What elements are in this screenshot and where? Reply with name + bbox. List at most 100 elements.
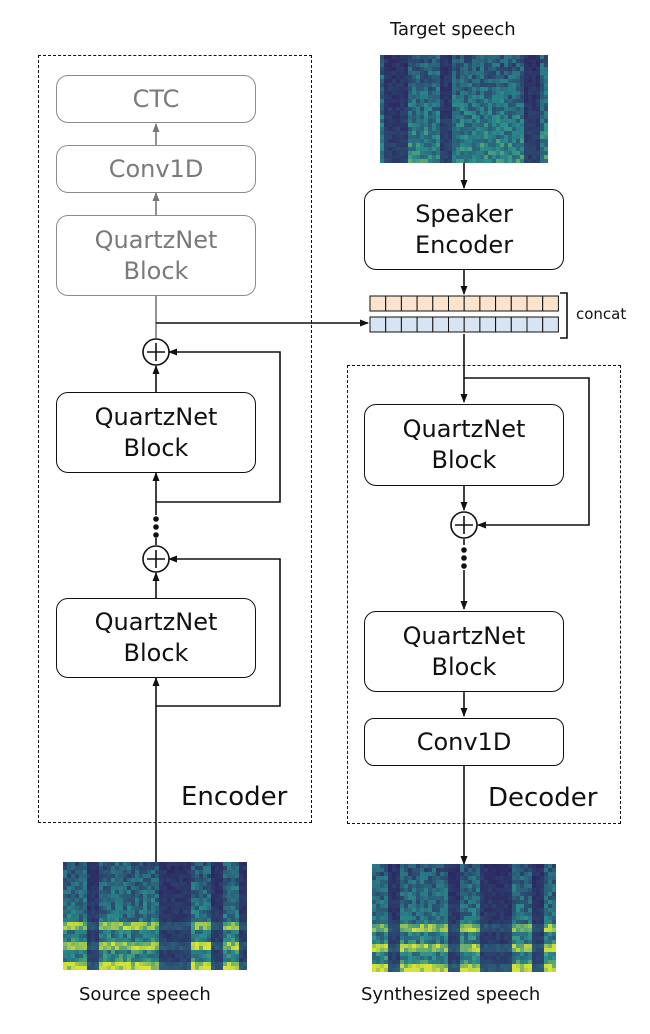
spectrogram-cell: [107, 866, 111, 870]
spectrogram-cell: [83, 934, 87, 938]
spectrogram-cell: [512, 932, 516, 936]
spectrogram-cell: [195, 870, 199, 874]
spectrogram-cell: [412, 908, 416, 912]
spectrogram-cell: [135, 886, 139, 890]
spectrogram-cell: [544, 912, 548, 916]
spectrogram-cell: [71, 886, 75, 890]
spectrogram-cell: [87, 870, 91, 874]
spectrogram-cell: [219, 934, 223, 938]
spectrogram-cell: [416, 123, 420, 127]
spectrogram-cell: [63, 922, 67, 926]
spectrogram-cell: [219, 942, 223, 946]
spectrogram-cell: [540, 960, 544, 964]
spectrogram-cell: [223, 878, 227, 882]
spectrogram-cell: [388, 924, 392, 928]
spectrogram-cell: [504, 103, 508, 107]
spectrogram-cell: [492, 900, 496, 904]
spectrogram-cell: [83, 874, 87, 878]
spectrogram-cell: [396, 964, 400, 968]
content-embedding-cell: [526, 316, 544, 333]
spectrogram-cell: [528, 123, 532, 127]
spectrogram-cell: [392, 944, 396, 948]
spectrogram-cell: [424, 904, 428, 908]
spectrogram-cell: [243, 878, 247, 882]
spectrogram-cell: [400, 904, 404, 908]
ellipsis-decoder: [461, 547, 467, 569]
spectrogram-cell: [440, 79, 444, 83]
spectrogram-cell: [91, 882, 95, 886]
spectrogram-cell: [203, 906, 207, 910]
spectrogram-cell: [500, 924, 504, 928]
spectrogram-cell: [131, 958, 135, 962]
spectrogram-cell: [544, 135, 548, 139]
spectrogram-cell: [480, 111, 484, 115]
spectrogram-cell: [111, 926, 115, 930]
spectrogram-cell: [235, 942, 239, 946]
spectrogram-cell: [440, 63, 444, 67]
spectrogram-cell: [404, 900, 408, 904]
spectrogram-cell: [520, 91, 524, 95]
spectrogram-cell: [456, 111, 460, 115]
spectrogram-cell: [243, 958, 247, 962]
spectrogram-cell: [532, 968, 536, 972]
spectrogram-cell: [480, 123, 484, 127]
spectrogram-cell: [195, 966, 199, 970]
spectrogram-cell: [380, 95, 384, 99]
spectrogram-cell: [75, 966, 79, 970]
spectrogram-cell: [544, 924, 548, 928]
spectrogram-cell: [424, 115, 428, 119]
spectrogram-cell: [183, 954, 187, 958]
spectrogram-cell: [460, 912, 464, 916]
spectrogram-cell: [119, 878, 123, 882]
spectrogram-cell: [400, 139, 404, 143]
spectrogram-cell: [203, 886, 207, 890]
spectrogram-cell: [544, 900, 548, 904]
spectrogram-cell: [528, 103, 532, 107]
spectrogram-cell: [380, 956, 384, 960]
spectrogram-cell: [452, 71, 456, 75]
spectrogram-cell: [392, 904, 396, 908]
spectrogram-cell: [504, 888, 508, 892]
spectrogram-cell: [452, 119, 456, 123]
spectrogram-cell: [388, 123, 392, 127]
spectrogram-cell: [508, 103, 512, 107]
spectrogram-cell: [548, 900, 552, 904]
spectrogram-cell: [532, 928, 536, 932]
spectrogram-cell: [528, 155, 532, 159]
spectrogram-cell: [452, 103, 456, 107]
spectrogram-cell: [480, 952, 484, 956]
spectrogram-cell: [496, 91, 500, 95]
spectrogram-cell: [464, 155, 468, 159]
spectrogram-cell: [215, 930, 219, 934]
spectrogram-cell: [67, 926, 71, 930]
spectrogram-cell: [400, 912, 404, 916]
spectrogram-cell: [396, 55, 400, 59]
spectrogram-cell: [127, 910, 131, 914]
spectrogram-cell: [428, 83, 432, 87]
spectrogram-cell: [532, 876, 536, 880]
spectrogram-cell: [392, 936, 396, 940]
spectrogram-cell: [496, 876, 500, 880]
spectrogram-cell: [99, 890, 103, 894]
spectrogram-cell: [484, 115, 488, 119]
spectrogram-cell: [532, 151, 536, 155]
spectrogram-cell: [528, 159, 532, 163]
spectrogram-cell: [167, 962, 171, 966]
spectrogram-cell: [420, 91, 424, 95]
spectrogram-cell: [219, 874, 223, 878]
spectrogram-cell: [143, 902, 147, 906]
spectrogram-cell: [496, 932, 500, 936]
spectrogram-cell: [231, 902, 235, 906]
spectrogram-cell: [183, 926, 187, 930]
spectrogram-cell: [512, 107, 516, 111]
spectrogram-cell: [239, 950, 243, 954]
spectrogram-cell: [131, 866, 135, 870]
spectrogram-cell: [211, 910, 215, 914]
spectrogram-cell: [400, 944, 404, 948]
spectrogram-cell: [243, 954, 247, 958]
spectrogram-cell: [484, 908, 488, 912]
spectrogram-cell: [392, 103, 396, 107]
spectrogram-cell: [203, 890, 207, 894]
spectrogram-cell: [119, 870, 123, 874]
spectrogram-cell: [508, 135, 512, 139]
